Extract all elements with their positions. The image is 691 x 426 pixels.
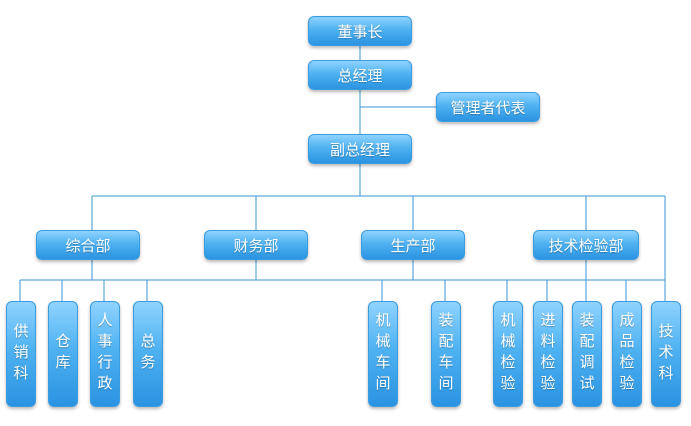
unit-assembly-debug-box: 装配调试 [572, 301, 602, 407]
deputy-gm-box: 副总经理 [308, 134, 412, 164]
dept-production-box: 生产部 [361, 230, 465, 260]
unit-tech-section-box: 技术科 [651, 301, 681, 407]
mgmt-rep-box: 管理者代表 [436, 92, 540, 122]
dept-technical-box: 技术检验部 [533, 230, 639, 260]
unit-incoming-inspection-box: 进料检验 [533, 301, 563, 407]
unit-assembly-workshop-box: 装配车间 [431, 301, 461, 407]
chairman-box: 董事长 [308, 16, 412, 46]
dept-finance-box: 财务部 [204, 230, 308, 260]
dept-general-box: 综合部 [36, 230, 140, 260]
unit-hr-admin-box: 人事行政 [90, 301, 120, 407]
unit-sales-box: 供销科 [6, 301, 36, 407]
unit-warehouse-box: 仓库 [48, 301, 78, 407]
unit-mechanical-inspection-box: 机械检验 [493, 301, 523, 407]
unit-general-affairs-box: 总务 [133, 301, 163, 407]
unit-machining-workshop-box: 机械车间 [368, 301, 398, 407]
unit-final-inspection-box: 成品检验 [612, 301, 642, 407]
gm-box: 总经理 [308, 60, 412, 90]
